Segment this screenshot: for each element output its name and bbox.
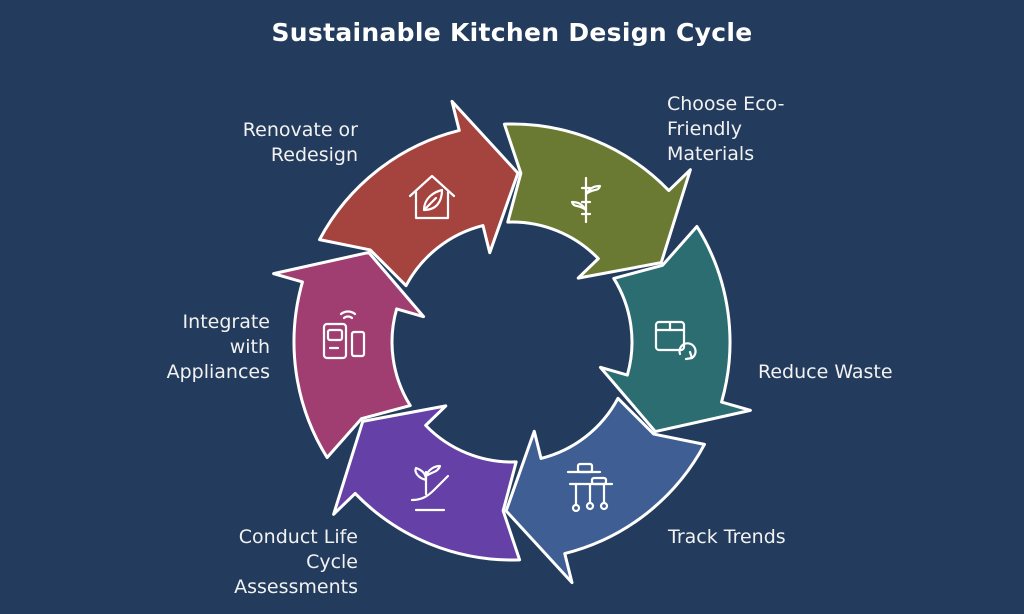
- stage-label-renovate: Renovate or Redesign: [242, 119, 358, 166]
- bamboo-icon: [570, 176, 602, 224]
- stage-label-reduce-waste: Reduce Waste: [758, 361, 893, 383]
- segment-choose-materials: [502, 122, 692, 280]
- stage-label-integrate-appliances: Integrate with Appliances: [166, 311, 270, 383]
- segment-track-trends: [504, 396, 706, 585]
- kitchen-utensils-icon: [566, 462, 614, 513]
- stage-label-track-trends: Track Trends: [668, 526, 786, 548]
- stage-label-choose-materials: Choose Eco- Friendly Materials: [667, 93, 785, 165]
- eco-house-icon: [408, 174, 456, 220]
- stage-label-life-cycle: Conduct Life Cycle Assessments: [234, 526, 358, 598]
- diagram-title: Sustainable Kitchen Design Cycle: [271, 18, 753, 47]
- segment-renovate: [318, 99, 520, 288]
- segment-integrate-appliances: [272, 250, 426, 460]
- recycle-box-icon: [654, 320, 697, 361]
- plant-hand-icon: [410, 464, 450, 512]
- smart-devices-icon: [322, 310, 366, 360]
